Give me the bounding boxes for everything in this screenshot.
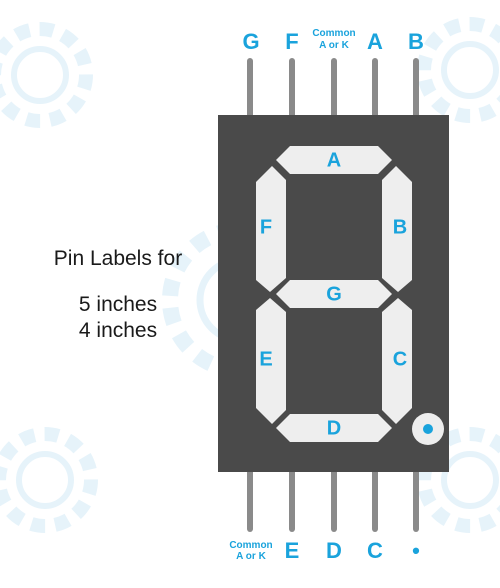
side-text: Pin Labels for 5 inches 4 inches — [54, 247, 182, 342]
segment-label-g: G — [326, 283, 342, 305]
top-pin-labels: G F Common A or K A B — [242, 28, 424, 54]
segment-c — [382, 298, 412, 424]
pin-top-b — [413, 58, 419, 118]
bottom-pin-label-e: E — [285, 538, 300, 563]
side-size-line1: 5 inches — [79, 293, 157, 316]
bottom-pin-label-common-line1: Common — [229, 540, 272, 551]
bottom-pin-label-dp: • — [412, 538, 420, 563]
segment-label-a: A — [327, 149, 341, 171]
top-pins — [247, 58, 419, 118]
pin-bottom-common — [247, 468, 253, 532]
pin-bottom-dp — [413, 468, 419, 532]
top-pin-label-g: G — [242, 29, 259, 54]
top-pin-label-a: A — [367, 29, 383, 54]
top-pin-label-common-line2: A or K — [319, 40, 349, 51]
segment-label-e: E — [259, 348, 272, 370]
segment-e — [256, 298, 286, 424]
segment-b — [382, 166, 412, 292]
segment-a — [276, 146, 392, 174]
gear-icon — [417, 427, 500, 533]
pin-bottom-d — [331, 468, 337, 532]
segments — [256, 146, 412, 442]
top-pin-label-common-line1: Common — [312, 28, 355, 39]
segment-d — [276, 414, 392, 442]
segment-f — [256, 166, 286, 292]
gear-icon — [0, 22, 93, 128]
decimal-point — [412, 413, 444, 445]
pin-top-f — [289, 58, 295, 118]
pin-bottom-e — [289, 468, 295, 532]
gear-icon — [0, 427, 98, 533]
top-pin-label-f: F — [285, 29, 298, 54]
top-pin-label-b: B — [408, 29, 424, 54]
segment-label-b: B — [393, 216, 407, 238]
gear-icon — [417, 17, 500, 123]
segment-g — [276, 280, 392, 308]
bottom-pins — [247, 468, 419, 532]
side-title: Pin Labels for — [54, 247, 182, 270]
segment-label-f: F — [260, 216, 272, 238]
bottom-pin-label-d: D — [326, 538, 342, 563]
side-size-line2: 4 inches — [79, 319, 157, 342]
pin-top-g — [247, 58, 253, 118]
pin-bottom-c — [372, 468, 378, 532]
segment-label-d: D — [327, 417, 341, 439]
dp-dot — [423, 424, 433, 434]
pin-top-common — [331, 58, 337, 118]
segment-label-c: C — [393, 348, 407, 370]
bottom-pin-label-common-line2: A or K — [236, 551, 266, 562]
bottom-pin-labels: Common A or K E D C • — [229, 538, 420, 563]
segment-labels: A F B G E C D — [259, 149, 407, 439]
bottom-pin-label-c: C — [367, 538, 383, 563]
pin-top-a — [372, 58, 378, 118]
